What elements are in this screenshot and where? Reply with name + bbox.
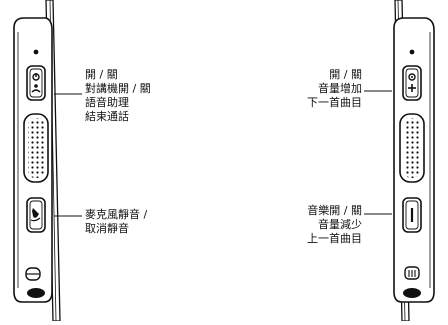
plus-icon [408,84,416,92]
callout-line: 結束通話 [85,110,129,123]
left-top-callout: 開 / 關 對講機開 / 關 語音助理 結束通話 [85,68,151,124]
intercom-icon [31,84,41,93]
left-connector-icon [25,267,41,281]
right-connector-icon [404,266,420,280]
callout-line: 對講機開 / 關 [85,82,151,95]
callout-line: 取消靜音 [85,222,129,235]
right-device [364,0,435,322]
left-indicator-dot [33,49,39,55]
right-bottom-callout: 音樂開 / 關 音量減少 上一首曲目 [307,204,362,246]
left-bottom-callout: 麥克風靜音 / 取消靜音 [85,208,147,236]
right-indicator-dot [409,49,415,55]
callout-line: 上一首曲目 [307,232,362,245]
callout-line: 音量減少 [318,218,362,231]
callout-line: 語音助理 [85,96,129,109]
music-icon [408,73,416,81]
callout-line: 開 / 關 [329,68,362,81]
callout-line: 下一首曲目 [307,96,362,109]
callout-line: 音樂開 / 關 [307,204,362,217]
callout-line: 音量增加 [318,82,362,95]
mic-mute-icon [30,208,41,222]
right-top-callout: 開 / 關 音量增加 下一首曲目 [307,68,362,110]
left-device [13,0,82,322]
callout-line: 麥克風靜音 / [85,208,148,221]
callout-line: 開 / 關 [85,68,118,81]
